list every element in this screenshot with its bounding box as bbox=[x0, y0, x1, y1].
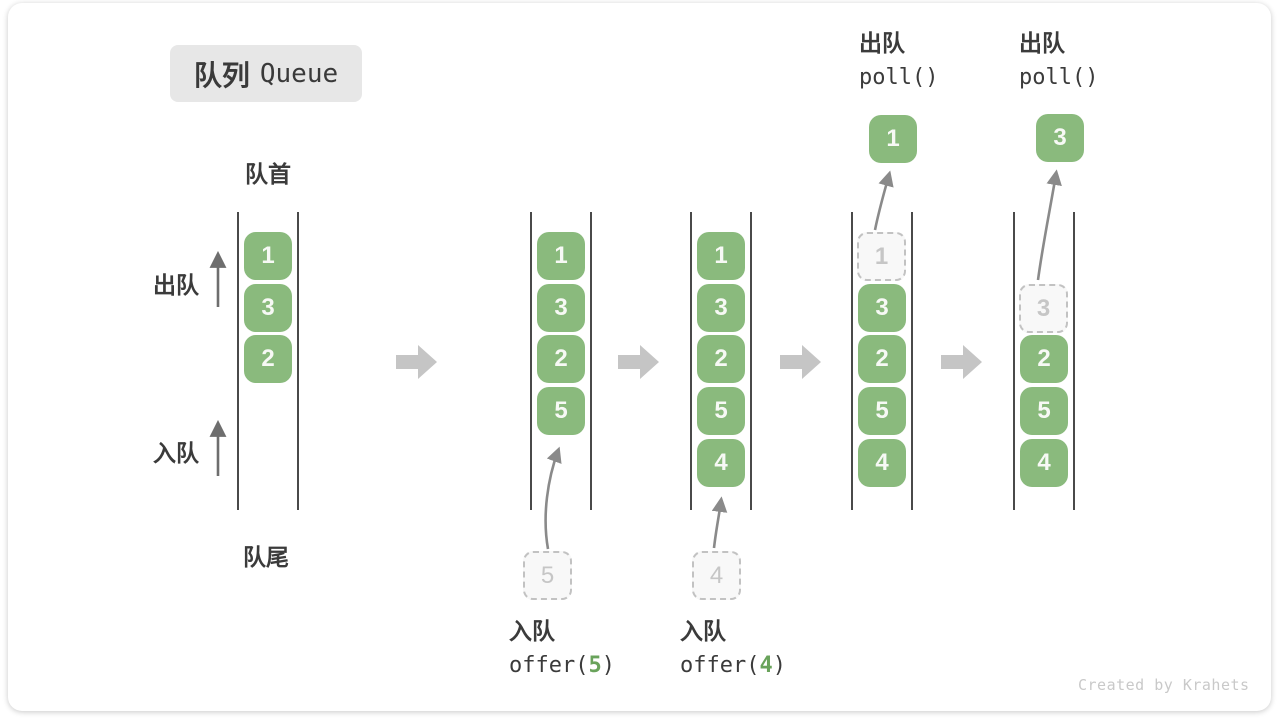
queue-element: 3 bbox=[537, 284, 585, 332]
queue-element: 4 bbox=[858, 439, 906, 487]
enqueue-op-label: 入队 offer(4) bbox=[680, 619, 786, 677]
queue-element: 2 bbox=[697, 335, 745, 383]
queue-wall-right bbox=[297, 212, 299, 510]
queue-element: 5 bbox=[1020, 387, 1068, 435]
queue-wall-left bbox=[690, 212, 692, 510]
pending-enqueue-box: 4 bbox=[692, 551, 741, 600]
label-queue-rear: 队尾 bbox=[243, 544, 289, 570]
enqueue-op-label: 入队 offer(5) bbox=[509, 619, 615, 677]
queue-element: 2 bbox=[1020, 335, 1068, 383]
queue-state-1: 1 3 2 bbox=[237, 212, 299, 510]
queue-state-3: 1 3 2 5 4 bbox=[690, 212, 752, 510]
diagram-panel bbox=[8, 3, 1271, 711]
enqueue-op-zh: 入队 bbox=[509, 618, 555, 644]
queue-element: 5 bbox=[537, 387, 585, 435]
queue-element: 4 bbox=[1020, 439, 1068, 487]
queue-wall-left bbox=[851, 212, 853, 510]
queue-element: 2 bbox=[858, 335, 906, 383]
label-dequeue-direction: 出队 bbox=[153, 272, 199, 298]
queue-wall-right bbox=[590, 212, 592, 510]
queue-element: 5 bbox=[697, 387, 745, 435]
queue-element: 2 bbox=[244, 335, 292, 383]
queue-wall-right bbox=[911, 212, 913, 510]
queue-state-2: 1 3 2 5 bbox=[530, 212, 592, 510]
queue-element: 3 bbox=[697, 284, 745, 332]
dequeue-op-zh: 出队 bbox=[1019, 30, 1065, 56]
polled-element-box: 1 bbox=[869, 115, 917, 163]
queue-element: 1 bbox=[537, 232, 585, 280]
queue-element: 4 bbox=[697, 439, 745, 487]
queue-state-4: 1 3 2 5 4 bbox=[851, 212, 913, 510]
queue-element: 3 bbox=[244, 284, 292, 332]
title-en: Queue bbox=[259, 58, 339, 89]
queue-wall-right bbox=[1073, 212, 1075, 510]
queue-wall-left bbox=[237, 212, 239, 510]
queue-element: 2 bbox=[537, 335, 585, 383]
queue-wall-right bbox=[750, 212, 752, 510]
queue-element: 3 bbox=[858, 284, 906, 332]
title-zh: 队列 bbox=[193, 59, 250, 91]
polled-element-box: 3 bbox=[1036, 114, 1084, 162]
enqueue-op-code: offer(5) bbox=[509, 653, 615, 679]
label-queue-front: 队首 bbox=[245, 161, 291, 187]
dequeue-op-label: 出队 poll() bbox=[1019, 31, 1098, 89]
queue-element: 1 bbox=[697, 232, 745, 280]
queue-element: 5 bbox=[858, 387, 906, 435]
diagram-title: 队列 Queue bbox=[170, 45, 362, 102]
queue-state-5: 3 2 5 4 bbox=[1013, 212, 1075, 510]
dequeue-op-code: poll() bbox=[859, 65, 939, 91]
pending-enqueue-box: 5 bbox=[523, 551, 572, 600]
dequeue-op-label: 出队 poll() bbox=[859, 31, 938, 89]
queue-element: 1 bbox=[244, 232, 292, 280]
dequeue-op-code: poll() bbox=[1019, 65, 1099, 91]
enqueue-op-code: offer(4) bbox=[680, 653, 786, 679]
dequeue-op-zh: 出队 bbox=[859, 30, 905, 56]
queue-wall-left bbox=[530, 212, 532, 510]
enqueue-op-zh: 入队 bbox=[680, 618, 726, 644]
label-enqueue-direction: 入队 bbox=[153, 440, 199, 466]
queue-element-removed: 3 bbox=[1019, 284, 1068, 333]
queue-wall-left bbox=[1013, 212, 1015, 510]
watermark: Created by Krahets bbox=[1078, 676, 1250, 694]
queue-element-removed: 1 bbox=[857, 232, 906, 281]
